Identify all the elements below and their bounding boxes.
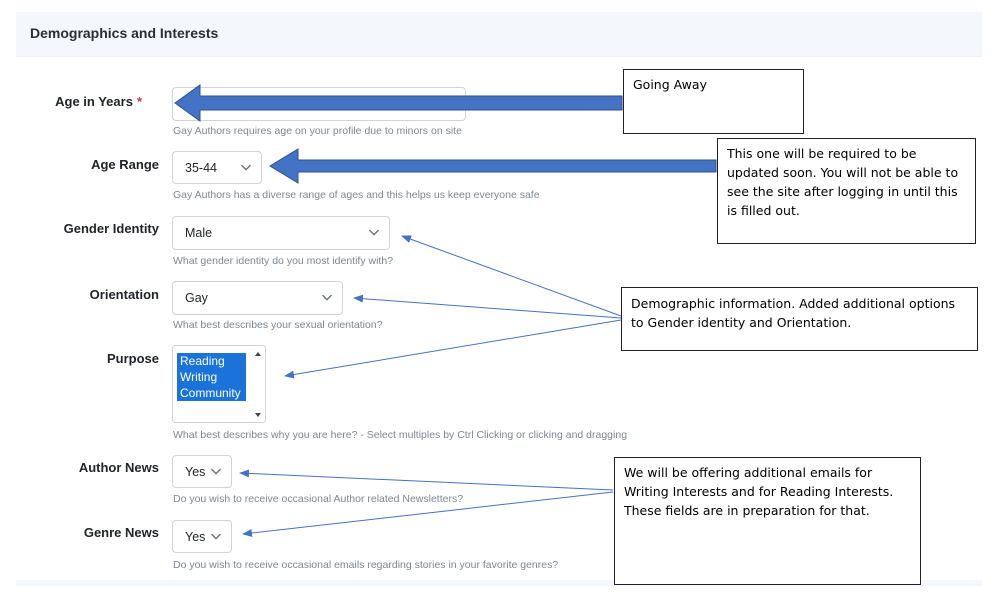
age-help: Gay Authors requires age on your profile… <box>173 125 462 137</box>
chevron-down-icon <box>240 164 252 171</box>
pointer-line-author-news <box>239 469 614 491</box>
genre-news-select[interactable]: Yes <box>172 520 232 553</box>
note-going-away: Going Away <box>623 69 804 134</box>
scroll-up-icon[interactable] <box>253 349 263 359</box>
purpose-option-reading[interactable]: Reading <box>177 353 246 369</box>
pointer-line-orientation <box>353 294 622 319</box>
block-arrow-going-away <box>174 84 623 122</box>
genre-news-value: Yes <box>185 529 206 544</box>
age-range-help: Gay Authors has a diverse range of ages … <box>173 189 540 201</box>
author-news-select[interactable]: Yes <box>172 455 232 488</box>
chevron-down-icon <box>210 533 222 540</box>
author-news-value: Yes <box>185 464 206 479</box>
gender-select[interactable]: Male <box>172 216 390 250</box>
note-demographic: Demographic information. Added additiona… <box>621 287 978 351</box>
gender-value: Male <box>185 226 213 240</box>
chevron-down-icon <box>368 229 380 236</box>
block-arrow-age-range <box>269 148 717 184</box>
purpose-option-community[interactable]: Community <box>177 385 246 401</box>
author-news-label: Author News <box>78 460 159 475</box>
gender-label: Gender Identity <box>63 221 159 236</box>
scroll-down-icon[interactable] <box>253 410 263 420</box>
purpose-help: What best describes why you are here? - … <box>173 429 628 441</box>
orientation-label: Orientation <box>89 287 159 302</box>
orientation-select[interactable]: Gay <box>172 281 343 315</box>
orientation-help: What best describes your sexual orientat… <box>173 319 383 331</box>
chevron-down-icon <box>210 468 222 475</box>
section-header: Demographics and Interests <box>16 12 982 57</box>
gender-help: What gender identity do you most identif… <box>173 255 394 267</box>
purpose-option-writing[interactable]: Writing <box>177 369 246 385</box>
age-range-value: 35-44 <box>185 160 217 175</box>
genre-news-help: Do you wish to receive occasional emails… <box>173 559 559 571</box>
orientation-value: Gay <box>185 291 208 305</box>
age-label: Age in Years* <box>55 94 142 109</box>
pointer-line-genre-news <box>242 491 614 537</box>
author-news-help: Do you wish to receive occasional Author… <box>173 493 464 505</box>
required-asterisk: * <box>136 94 142 109</box>
section-title: Demographics and Interests <box>30 25 219 41</box>
pointer-line-purpose <box>284 319 622 379</box>
genre-news-label: Genre News <box>83 525 159 540</box>
age-range-label: Age Range <box>91 157 159 172</box>
purpose-listbox[interactable]: Reading Writing Community <box>172 345 266 423</box>
note-required-soon: This one will be required to be updated … <box>717 138 976 244</box>
section-footer <box>16 580 982 586</box>
purpose-label: Purpose <box>106 351 159 366</box>
pointer-line-gender <box>401 235 622 317</box>
note-emails: We will be offering additional emails fo… <box>614 457 921 585</box>
chevron-down-icon <box>321 294 333 301</box>
age-range-select[interactable]: 35-44 <box>172 151 262 184</box>
